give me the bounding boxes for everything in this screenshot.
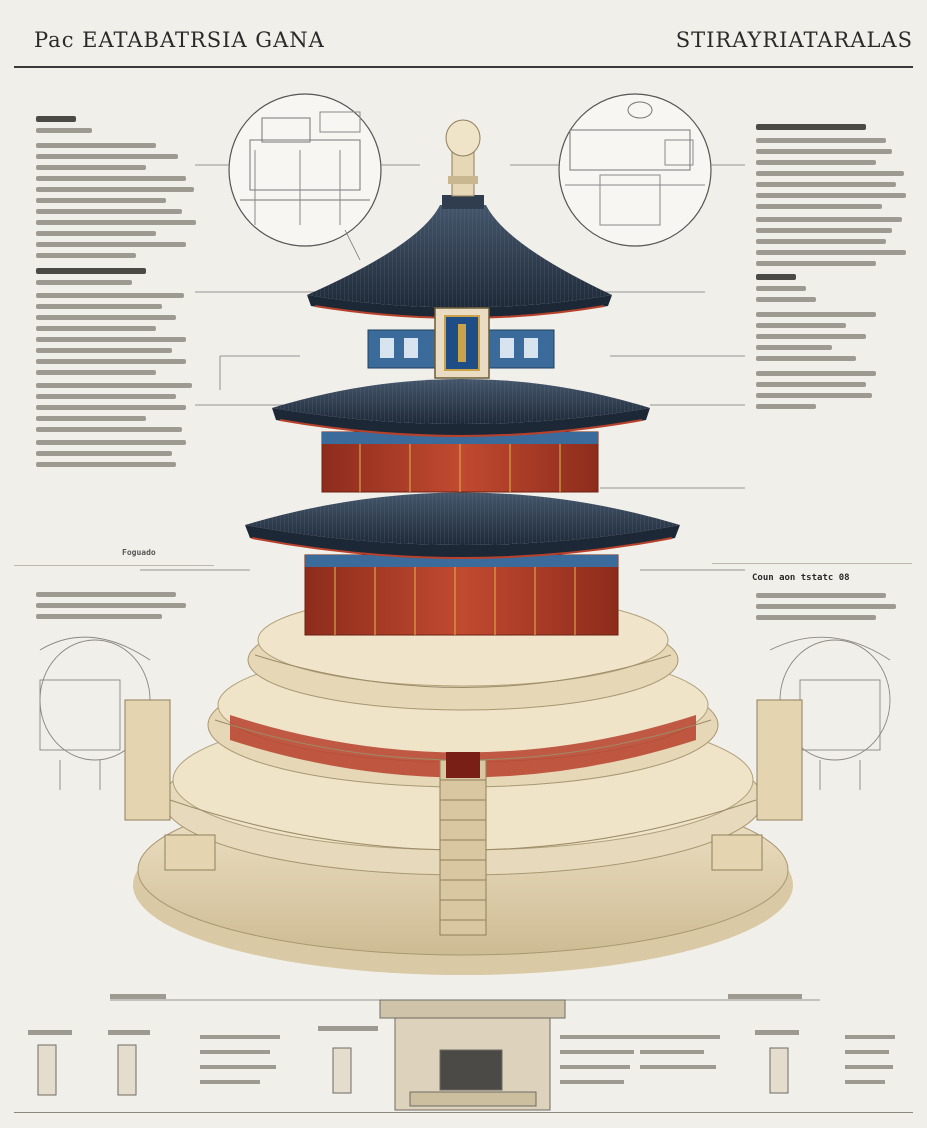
lower-drum <box>304 554 619 636</box>
bottom-caption-lines <box>28 994 895 1084</box>
name-plaque <box>434 307 490 379</box>
left-mid-heading: Foguado <box>122 548 156 557</box>
footer-rule <box>14 1112 913 1113</box>
right-inset-illustration <box>558 93 712 247</box>
page-subtitle: STIRAYRIATARALAS <box>675 28 913 52</box>
left-side-sketch <box>39 636 151 790</box>
left-lower-text <box>36 592 186 625</box>
right-divider <box>712 563 912 564</box>
header-rule <box>14 66 913 68</box>
right-mid-heading: Coun aon tstatc 08 <box>752 573 850 583</box>
middle-drum <box>321 431 599 493</box>
left-divider <box>14 565 214 566</box>
header: Pac EATABATRSIA GANA STIRAYRIATARALAS <box>0 0 927 70</box>
lower-roof <box>245 492 680 559</box>
bottom-detail-strip <box>37 999 789 1111</box>
middle-roof <box>272 379 650 437</box>
golden-finial <box>442 119 484 209</box>
right-text-column <box>756 120 906 415</box>
leader-lines <box>110 164 820 1001</box>
left-text-column <box>36 112 196 473</box>
page-title: Pac EATABATRSIA GANA <box>34 28 325 52</box>
marble-terrace <box>124 593 803 975</box>
right-lower-text <box>756 593 906 626</box>
left-inset-illustration <box>228 93 382 247</box>
